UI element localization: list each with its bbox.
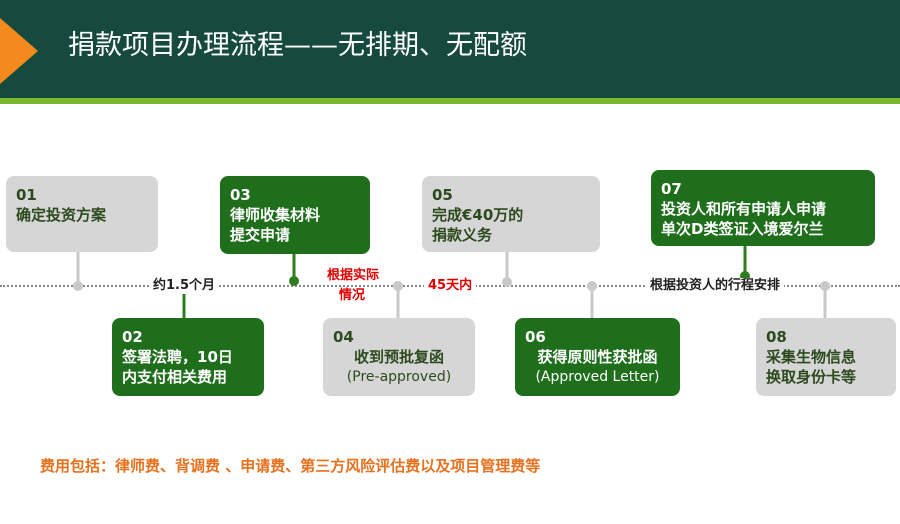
step-01-box: 01 确定投资方案 (6, 176, 158, 252)
step-05-dot (502, 277, 512, 287)
step-subtext: (Pre-approved) (346, 369, 452, 385)
step-number: 08 (766, 328, 787, 346)
step-06-box: 06 获得原则性获批函 (Approved Letter) (515, 318, 680, 396)
page-title: 捐款项目办理流程——无排期、无配额 (68, 30, 527, 61)
duration-label-actual-line1: 根据实际 (323, 268, 384, 284)
step-07-box: 07 投资人和所有申请人申请 单次D类签证入境爱尔兰 (651, 170, 875, 246)
duration-label-1-5-months: 约1.5个月 (149, 278, 220, 294)
step-07-connector (743, 246, 747, 276)
duration-label-itinerary: 根据投资人的行程安排 (646, 278, 785, 294)
step-number: 05 (432, 186, 453, 204)
step-03-dot (289, 276, 299, 286)
step-text: 内支付相关费用 (122, 368, 228, 386)
step-number: 01 (16, 186, 37, 204)
step-text: 签署法聘，10日 (122, 348, 233, 366)
step-01-dot (73, 281, 83, 291)
step-04-dot (393, 281, 403, 291)
step-04-connector (396, 286, 400, 319)
step-08-box: 08 采集生物信息 换取身份卡等 (756, 318, 896, 396)
step-number: 07 (661, 180, 682, 198)
step-03-box: 03 律师收集材料 提交申请 (220, 176, 370, 254)
step-08-connector (823, 286, 827, 319)
step-text: 确定投资方案 (16, 206, 107, 224)
step-03-connector (292, 254, 296, 280)
fee-footnote: 费用包括：律师费、背调费 、申请费、第三方风险评估费以及项目管理费等 (40, 457, 541, 475)
step-text: 完成€40万的 (432, 206, 524, 224)
step-text: 律师收集材料 (230, 206, 321, 224)
step-text: 单次D类签证入境爱尔兰 (661, 220, 824, 238)
step-text: 获得原则性获批函 (537, 348, 658, 366)
header-bar (0, 0, 900, 98)
header-accent-stripe (0, 98, 900, 104)
duration-label-45-days: 45天内 (424, 278, 477, 294)
step-08-dot (820, 281, 830, 291)
step-06-dot (587, 281, 597, 291)
step-02-box: 02 签署法聘，10日 内支付相关费用 (112, 318, 264, 396)
step-01-connector (76, 252, 80, 285)
step-text: 收到预批复函 (353, 348, 444, 366)
duration-label-actual-line2: 情况 (335, 288, 370, 304)
step-text: 投资人和所有申请人申请 (661, 200, 827, 218)
step-text: 采集生物信息 (766, 348, 857, 366)
step-text: 换取身份卡等 (766, 368, 857, 386)
step-04-box: 04 收到预批复函 (Pre-approved) (323, 318, 475, 396)
step-number: 03 (230, 186, 251, 204)
step-number: 02 (122, 328, 143, 346)
step-number: 04 (333, 328, 354, 346)
step-06-connector (590, 286, 594, 319)
step-text: 提交申请 (230, 226, 291, 244)
step-number: 06 (525, 328, 546, 346)
arrow-right-icon (0, 18, 38, 84)
step-07-dot (740, 271, 750, 281)
step-02-connector (182, 286, 186, 318)
step-05-connector (505, 252, 509, 282)
step-05-box: 05 完成€40万的 捐款义务 (422, 176, 600, 252)
step-subtext: (Approved Letter) (535, 369, 660, 385)
step-text: 捐款义务 (432, 226, 493, 244)
